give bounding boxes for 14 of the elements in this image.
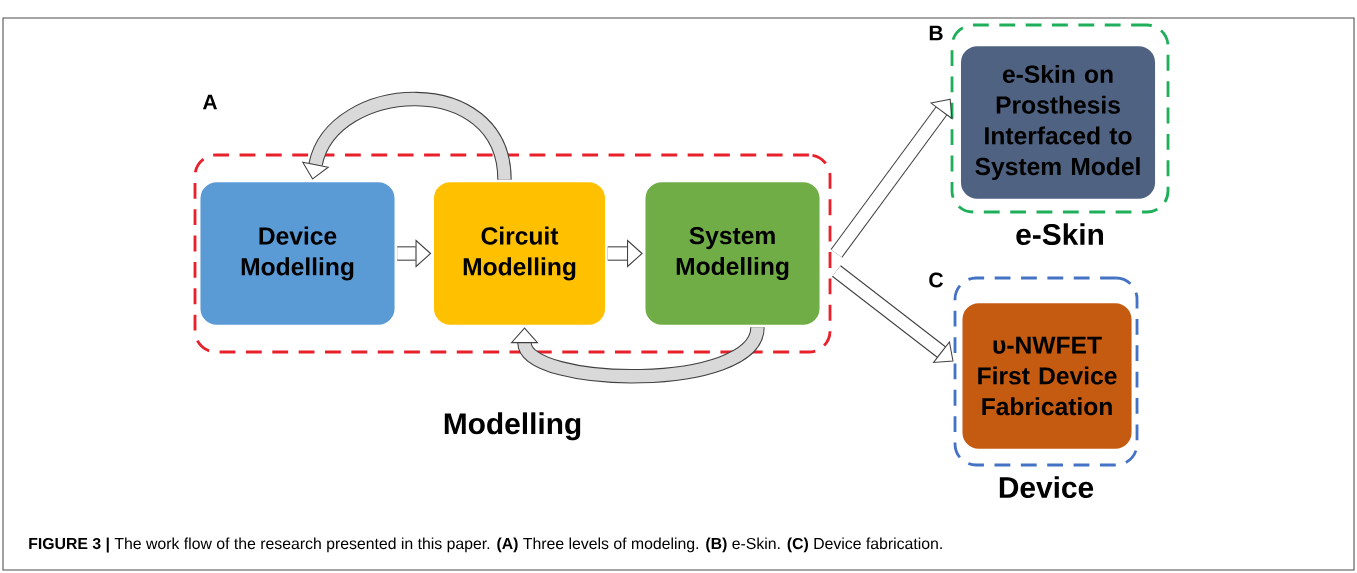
node-label: Device	[999, 476, 1094, 499]
block-arrow	[830, 98, 953, 258]
block-arrow	[510, 325, 765, 384]
panel-letter: A	[202, 94, 218, 110]
panel-letter: B	[929, 25, 943, 41]
node-label: Modelling	[444, 412, 581, 441]
node-label: e-Skin	[1016, 223, 1103, 246]
figure-caption: FIGURE 3 | The work flow of the research presented in this paper. (A) Three levels of modeling. (B) e-Skin. (C) Device fabrication.	[29, 537, 942, 553]
process-box: Circuit Modelling	[431, 179, 608, 328]
process-box: Device Modelling	[197, 179, 398, 328]
process-box: e-Skin on Prosthesis Interfaced to System Model	[958, 43, 1158, 202]
process-box: υ-NWFET First Device Fabrication	[959, 300, 1135, 452]
process-box: System Modelling	[642, 179, 823, 328]
panel-letter: C	[929, 272, 944, 288]
